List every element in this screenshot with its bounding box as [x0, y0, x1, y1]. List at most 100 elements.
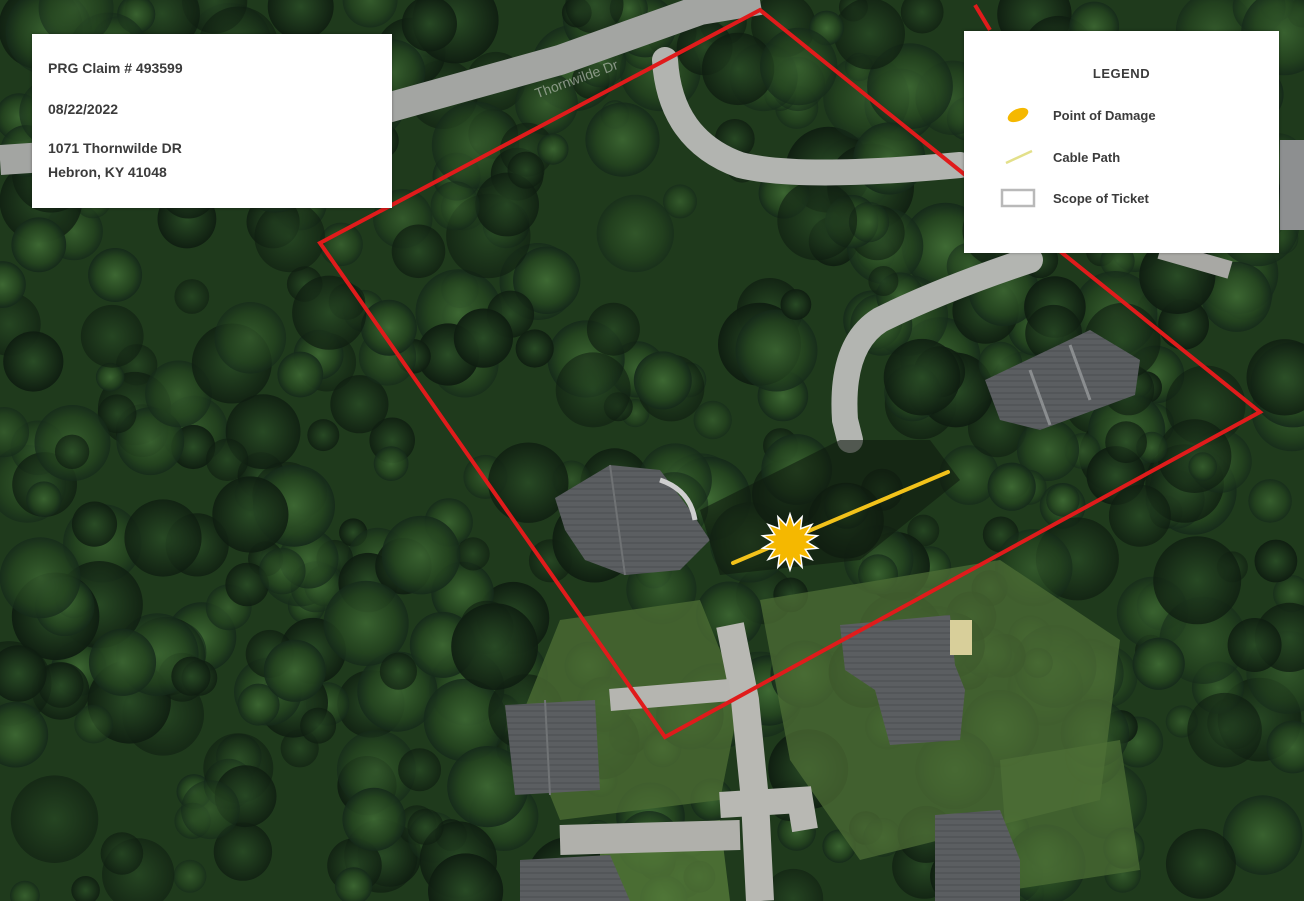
lawn-area: [1000, 740, 1140, 890]
tree-crown: [357, 651, 438, 732]
tree-crown: [488, 442, 569, 523]
legend-label-damage: Point of Damage: [1053, 107, 1156, 123]
tree-crown: [693, 400, 732, 440]
legend-label-scope: Scope of Ticket: [1053, 190, 1149, 206]
tree-crown: [330, 375, 389, 434]
house: [840, 615, 972, 745]
tree-crown: [848, 201, 890, 243]
tree-crown: [701, 32, 775, 106]
driveway: [719, 786, 818, 833]
tree-crown: [507, 151, 545, 189]
tree-crown: [213, 822, 273, 881]
tree-crown: [259, 547, 306, 595]
tree-crown: [451, 603, 538, 690]
claim-date: 08/22/2022: [48, 101, 119, 117]
scope-of-ticket-outline[interactable]: [317, 7, 1264, 740]
tree-crown: [174, 279, 210, 314]
tree-crown: [379, 652, 417, 690]
tree-crown: [1248, 479, 1292, 523]
tree-crown: [777, 180, 858, 261]
tree-crown: [596, 194, 674, 273]
tree-crown: [0, 537, 81, 619]
tree-crown: [398, 748, 442, 792]
tree-crown: [11, 217, 67, 273]
tree-crown: [1201, 261, 1272, 332]
tree-crown: [763, 868, 824, 901]
driveway: [716, 622, 774, 901]
tree-crown: [1222, 795, 1303, 875]
legend-item-damage: Point of Damage: [998, 105, 1156, 125]
tree-crown: [71, 501, 118, 547]
house: [935, 810, 1020, 901]
legend-item-scope: Scope of Ticket: [998, 188, 1149, 208]
legend-label-cable: Cable Path: [1053, 149, 1121, 165]
tree-crown: [447, 746, 529, 828]
tree-crown: [323, 580, 409, 667]
driveway: [559, 820, 741, 855]
tree-crown: [900, 0, 944, 34]
tree-crown: [71, 876, 100, 901]
tree-crown: [428, 853, 504, 901]
tree-crown: [0, 645, 47, 702]
tree-crown: [342, 787, 406, 852]
tree-crown: [95, 362, 125, 392]
point-of-damage-icon[interactable]: [760, 511, 820, 573]
house: [985, 330, 1140, 430]
tree-crown: [360, 299, 417, 356]
tree-crown: [292, 275, 367, 350]
tree-crown: [54, 434, 90, 469]
tree-crown: [586, 302, 640, 356]
tree-crown: [513, 246, 581, 314]
tree-crown: [1273, 575, 1304, 613]
tree-crown: [334, 867, 373, 901]
tree-crown: [26, 481, 62, 517]
tree-crown: [1046, 483, 1080, 517]
tree-crown: [515, 72, 578, 135]
scope-of-ticket-outline: [973, 3, 992, 32]
tree-crown: [867, 43, 953, 130]
tree-crown: [214, 302, 287, 374]
tree-crown: [100, 832, 144, 875]
tree-crown: [456, 537, 490, 571]
tree-crown: [10, 775, 99, 863]
driveway: [609, 679, 731, 711]
tree-crown: [780, 289, 812, 320]
legend: LEGEND Point of Damage Cable Path Scope …: [964, 31, 1279, 253]
tree-crown: [453, 308, 513, 368]
driveway: [831, 247, 1043, 453]
tree-crown: [38, 662, 84, 708]
cleared-area: [700, 440, 960, 575]
tree-crown: [833, 0, 905, 70]
tree-crown: [868, 266, 899, 296]
tree-crown: [391, 224, 446, 279]
tree-crown: [475, 172, 539, 237]
tree-crown: [342, 0, 398, 28]
tree-crown: [319, 222, 363, 267]
tree-crown: [585, 102, 660, 177]
house: [555, 464, 710, 576]
tree-crown: [633, 351, 692, 410]
house: [1280, 140, 1304, 230]
tree-crown: [430, 181, 480, 231]
house: [505, 699, 600, 796]
claim-number: PRG Claim # 493599: [48, 60, 183, 76]
tree-crown: [381, 515, 461, 595]
tree-crown: [565, 0, 624, 34]
tree-crown: [263, 639, 326, 702]
tree-crown: [1188, 452, 1217, 481]
tree-crown: [0, 701, 49, 768]
tree-crown: [124, 499, 202, 577]
tree-crown: [97, 394, 137, 434]
tree-crown: [1165, 828, 1236, 899]
tree-crown: [883, 338, 961, 416]
tree-crown: [225, 562, 269, 607]
tree-crown: [10, 880, 40, 901]
tree-crown: [0, 407, 30, 458]
curved-driveway: [652, 47, 973, 186]
tree-crown: [300, 707, 337, 744]
tree-crown: [267, 0, 334, 40]
tree-crown: [663, 184, 697, 219]
tree-crown: [1108, 484, 1171, 547]
yellow-line-icon: [998, 147, 1038, 167]
driveway: [1157, 241, 1233, 279]
